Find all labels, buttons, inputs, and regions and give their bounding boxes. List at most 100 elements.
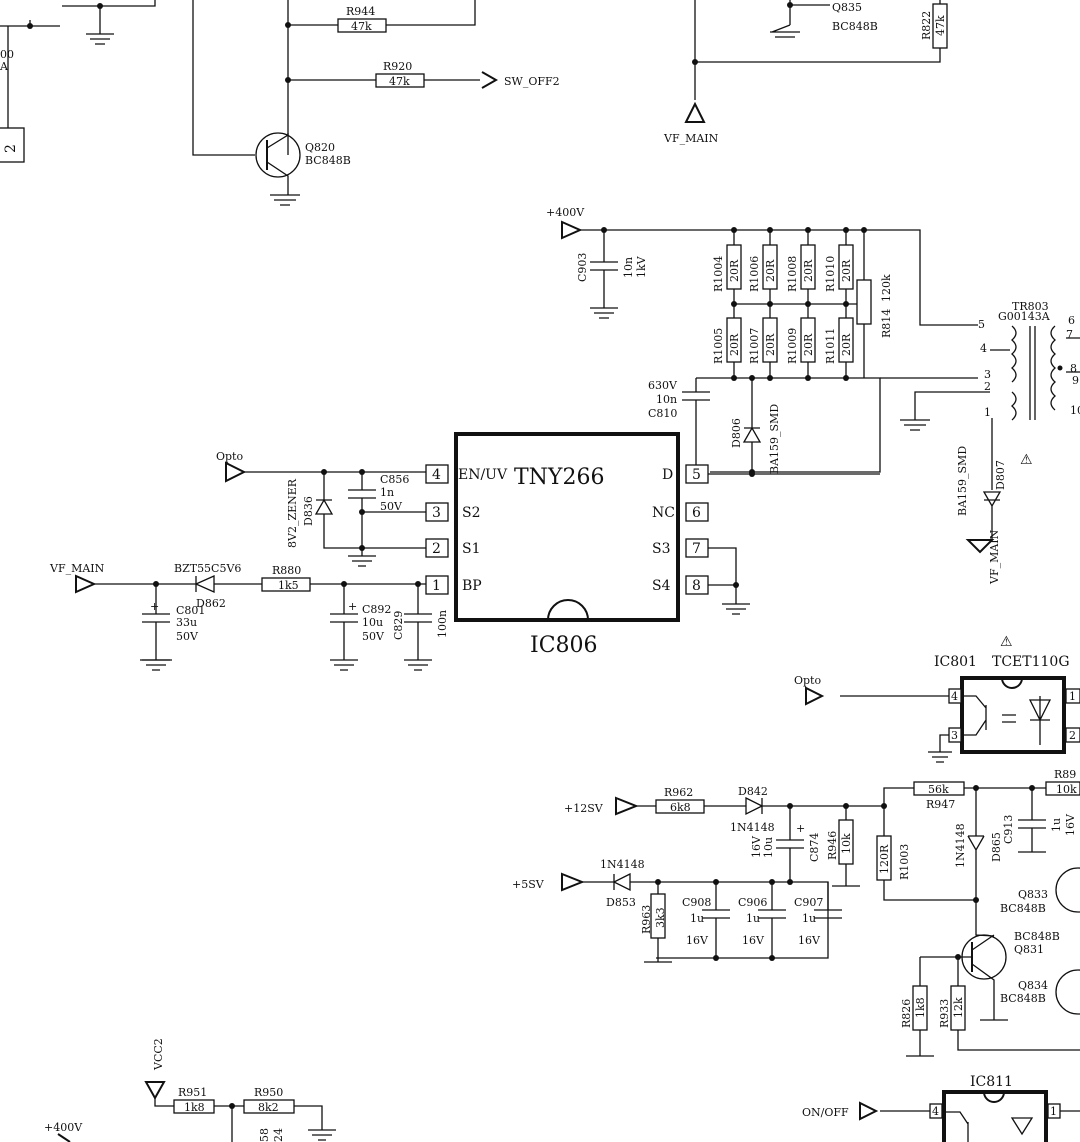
transformer-ref: TR803 bbox=[1012, 300, 1049, 313]
q820-section: R944 47k R920 47k SW_OFF2 Q820 BC848B bbox=[192, 0, 560, 206]
resistor-r814 bbox=[856, 279, 872, 325]
ic-pin-number: 2 bbox=[1069, 729, 1076, 742]
resistor-r822 bbox=[932, 3, 948, 49]
capacitor-value: 1n bbox=[380, 486, 394, 499]
diode-part: BA159_SMD bbox=[956, 446, 969, 516]
polarity-plus: + bbox=[796, 822, 805, 835]
resistor-value: 20R bbox=[840, 259, 853, 282]
ic-pin-number: 6 bbox=[692, 505, 701, 521]
capacitor-ref: C874 bbox=[808, 833, 821, 862]
ic-part-label: TCET110G bbox=[992, 654, 1070, 670]
capacitor-rating: 16V bbox=[1064, 813, 1077, 836]
net-arrow-icon bbox=[561, 220, 583, 240]
resistor-value: 47k bbox=[934, 15, 947, 36]
capacitor-value: 10n bbox=[622, 257, 635, 278]
capacitor-ref: C908 bbox=[682, 896, 711, 909]
transistor-part: BC848B bbox=[1000, 902, 1046, 915]
ic-pin-number: 3 bbox=[432, 505, 441, 521]
net-arrow-icon bbox=[481, 71, 499, 89]
net-label-vcc2: VCC2 bbox=[152, 1038, 165, 1071]
diode-part: 1N4148 bbox=[730, 821, 775, 834]
ic811-section: IC811 4 1 ON/OFF bbox=[802, 1074, 1080, 1142]
ic-ref-label: IC811 bbox=[970, 1074, 1013, 1090]
q835-section: Q835 BC848B R822 47k VF_MAIN bbox=[663, 0, 948, 145]
net-label-onoff: ON/OFF bbox=[802, 1106, 849, 1119]
resistor-value: 47k bbox=[351, 20, 372, 33]
net-arrow-icon bbox=[805, 686, 825, 706]
transistor-ref: Q820 bbox=[305, 141, 335, 154]
resistor-value: 120R bbox=[878, 844, 891, 874]
capacitor-rating: 50V bbox=[362, 630, 385, 643]
transistor-part: BC848B bbox=[1014, 930, 1060, 943]
resistor-ref: R1003 bbox=[898, 844, 911, 880]
net-label-400v: +400V bbox=[44, 1121, 83, 1134]
resistor-value: 1k5 bbox=[278, 579, 299, 592]
resistor-value: 120k bbox=[880, 274, 893, 302]
resistor-r1003 bbox=[876, 835, 892, 881]
ic-pin-number: 2 bbox=[432, 541, 441, 557]
resistor-value: 20R bbox=[840, 333, 853, 356]
resistor-ref: R1009 bbox=[786, 328, 799, 364]
resistor-r962 bbox=[655, 799, 705, 814]
resistor-value: 6k8 bbox=[670, 801, 691, 814]
capacitor-rating: 50V bbox=[176, 630, 199, 643]
top-left-fragment: 00 A 2 bbox=[0, 0, 156, 163]
capacitor-rating: 630V bbox=[648, 379, 678, 392]
resistor-ref: R963 bbox=[640, 905, 653, 934]
resistor-r946 bbox=[838, 819, 854, 865]
bp-supply-section: VF_MAIN BZT55C5V6 D862 R880 1k5 + C801 3… bbox=[49, 562, 449, 671]
diode-part: 8V2_ZENER bbox=[286, 478, 299, 548]
capacitor-ref: C829 bbox=[392, 611, 405, 640]
transistor-part: BC848B bbox=[1000, 992, 1046, 1005]
resistor-r951 bbox=[173, 1099, 215, 1114]
capacitor-ref: C913 bbox=[1002, 815, 1015, 844]
resistor-r963 bbox=[650, 893, 666, 939]
resistor-value: 20R bbox=[728, 333, 741, 356]
diode-part: BA159_SMD bbox=[768, 404, 781, 474]
ic-pin-name: BP bbox=[462, 578, 482, 594]
capacitor-ref: C801 bbox=[176, 604, 205, 617]
capacitor-value: 1u bbox=[1050, 818, 1063, 832]
capacitor-value: 1u bbox=[746, 912, 760, 925]
ic806-tny266: TNY266 IC806 4 3 2 1 EN/UV S2 S1 BP 5 6 … bbox=[425, 432, 880, 658]
transistor-part: BC848B bbox=[305, 154, 351, 167]
capacitor-value: 10u bbox=[762, 837, 775, 858]
resistor-ref: R951 bbox=[178, 1086, 207, 1099]
capacitor-rating: 1kV bbox=[635, 255, 648, 278]
ic-pin-name: S3 bbox=[652, 541, 671, 557]
net-label-12sv: +12SV bbox=[564, 802, 604, 815]
capacitor-rating: 16V bbox=[798, 934, 821, 947]
transformer-pin: 2 bbox=[984, 380, 991, 393]
resistor-ref: R822 bbox=[920, 11, 933, 40]
ic-pin-number: 8 bbox=[692, 578, 701, 594]
capacitor-value: 1u bbox=[690, 912, 704, 925]
net-arrow-icon bbox=[144, 1081, 166, 1101]
net-arrow-icon bbox=[859, 1101, 879, 1121]
transformer-part: G00143A bbox=[998, 310, 1051, 323]
transistor-ref: Q833 bbox=[1018, 888, 1048, 901]
capacitor-ref: C810 bbox=[648, 407, 677, 420]
resistor-ref: R1004 bbox=[712, 256, 725, 292]
bottom-left-section: VCC2 R951 1k8 R950 8k2 58 24 +400V bbox=[44, 1038, 336, 1142]
resistor-value: 12k bbox=[952, 997, 965, 1018]
net-arrow-icon bbox=[615, 796, 639, 816]
transformer-pin: 4 bbox=[980, 342, 987, 355]
fragment-label: A bbox=[0, 60, 9, 73]
net-label-vf-main: VF_MAIN bbox=[663, 132, 719, 145]
ic-pin-number: 5 bbox=[692, 467, 701, 483]
net-label-5sv: +5SV bbox=[512, 878, 545, 891]
net-arrow-icon bbox=[561, 872, 585, 892]
ic-pin-number: 4 bbox=[932, 1105, 939, 1118]
resistor-value: 20R bbox=[802, 259, 815, 282]
transformer-tr803: TR803 G00143A 5 4 3 2 1 6 7 8 9 10 BA159… bbox=[900, 300, 1080, 585]
ic-pin-name: NC bbox=[652, 505, 675, 521]
capacitor-rating: 16V bbox=[686, 934, 709, 947]
resistor-value: 1k8 bbox=[184, 1101, 205, 1114]
resistor-ref: R950 bbox=[254, 1086, 283, 1099]
transistor-ref: Q835 bbox=[832, 1, 862, 14]
capacitor-rating: 16V bbox=[750, 835, 763, 858]
ic-pin-name: D bbox=[662, 467, 673, 483]
ic-pin-number: 7 bbox=[692, 541, 701, 557]
net-label-vf-main: VF_MAIN bbox=[49, 562, 105, 575]
diode-part: BZT55C5V6 bbox=[174, 562, 241, 575]
